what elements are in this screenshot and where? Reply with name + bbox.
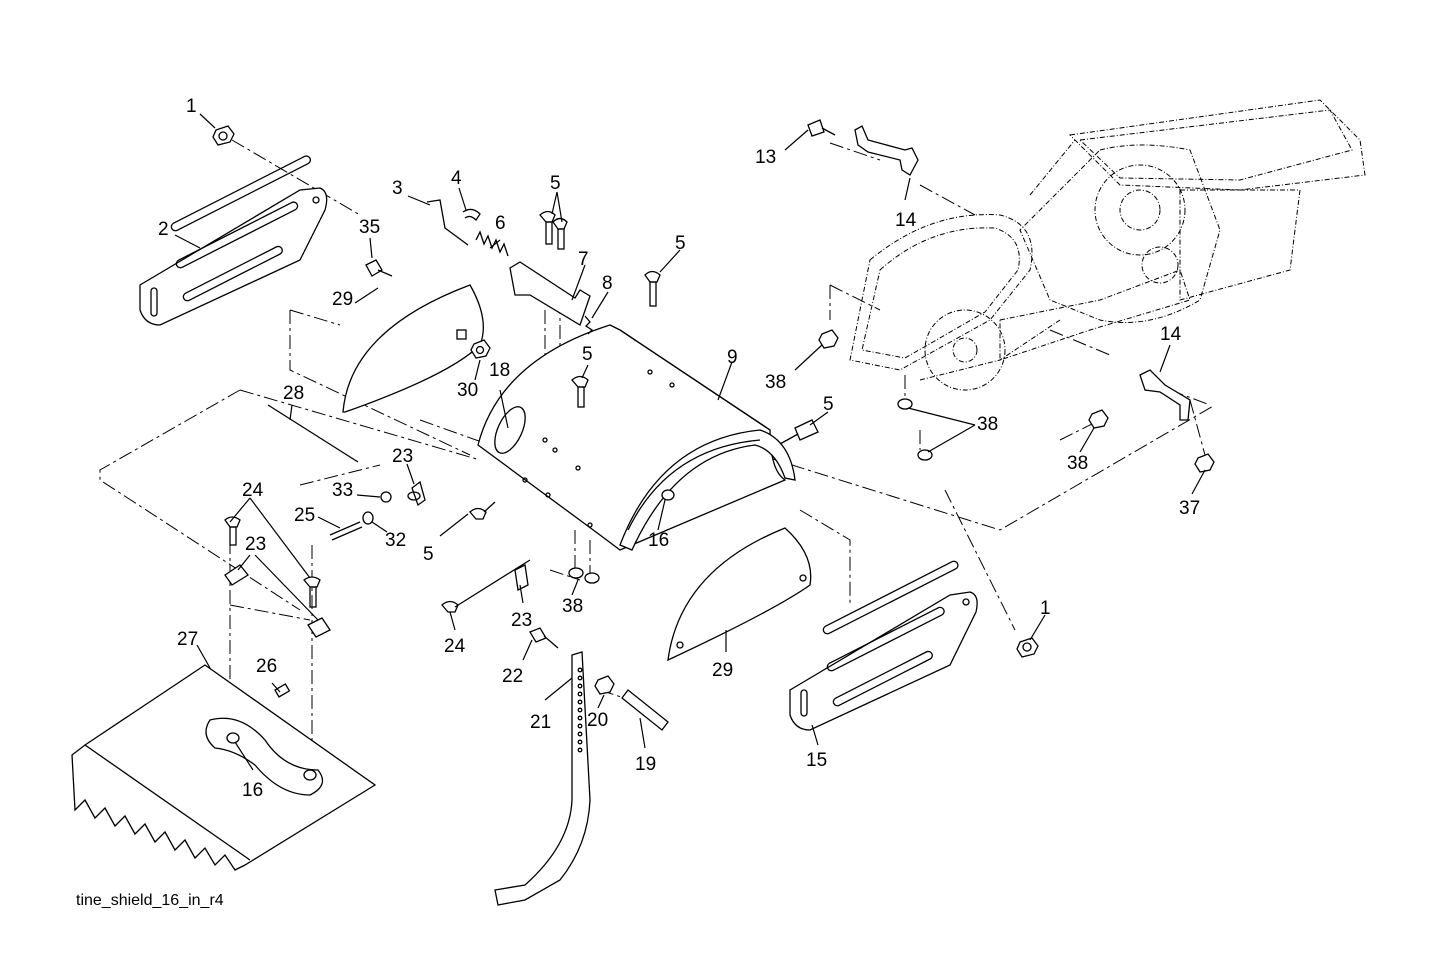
- hex-bolt-5f: [469, 501, 496, 520]
- nut-38b: [897, 398, 913, 410]
- latch-bracket: [509, 261, 591, 326]
- bolt-13: [807, 119, 836, 137]
- nut-37: [1194, 453, 1215, 473]
- callout-19: 19: [635, 754, 656, 775]
- callout-23-c: 23: [511, 610, 532, 631]
- nut-30: [470, 339, 491, 359]
- callout-27: 27: [177, 629, 198, 650]
- hardware: [212, 119, 1215, 781]
- callout-15: 15: [806, 750, 827, 771]
- callout-4: 4: [451, 168, 462, 189]
- callout-20: 20: [587, 710, 608, 731]
- callout-5-e: 5: [423, 544, 434, 565]
- callout-6: 6: [495, 213, 506, 234]
- compression-spring: [475, 230, 509, 257]
- carriage-bolt-5b: [552, 217, 568, 250]
- callout-16-a: 16: [648, 530, 669, 551]
- bracket-23c: [307, 617, 331, 638]
- callout-23-a: 23: [392, 446, 413, 467]
- callout-5-c: 5: [582, 344, 593, 365]
- bolt-24c: [441, 559, 531, 613]
- left-side-plate: [139, 155, 328, 326]
- nut-38d: [1088, 409, 1109, 429]
- pin-19: [621, 689, 669, 731]
- hex-bolt-5e: [779, 419, 819, 445]
- bolt-35: [365, 259, 393, 277]
- callout-18: 18: [489, 360, 510, 381]
- main-tine-shield: [477, 324, 787, 551]
- nut-38c: [917, 449, 933, 461]
- nut-16c: [303, 769, 317, 781]
- leader-lines: [174, 113, 1206, 771]
- callout-labels: 1 1 2 3 4 5 5 5 5 5 6 7 8 9 13 14 14 15 …: [158, 96, 1200, 801]
- callout-29-a: 29: [332, 289, 353, 310]
- callout-1-lower: 1: [1040, 598, 1051, 619]
- nut-38e: [568, 567, 600, 584]
- nut-1-upper: [212, 125, 235, 146]
- bracket-14-lower: [1139, 369, 1191, 421]
- callout-29-b: 29: [712, 660, 733, 681]
- nut-32: [362, 511, 374, 525]
- callout-16-b: 16: [242, 780, 263, 801]
- callout-5-a: 5: [550, 173, 561, 194]
- tine-deflector: [71, 664, 377, 871]
- bracket-23b: [224, 564, 249, 586]
- callout-3: 3: [392, 178, 403, 199]
- nut-1-lower: [1016, 637, 1039, 658]
- bolt-24a: [224, 516, 241, 546]
- callout-13: 13: [755, 147, 776, 168]
- callout-9: 9: [727, 347, 738, 368]
- callout-26: 26: [256, 656, 277, 677]
- shield-rim-flap: [619, 429, 796, 551]
- inner-tine-shield-right: [667, 527, 812, 662]
- hairpin-rod: [426, 199, 469, 246]
- carriage-bolt-5a: [539, 210, 556, 245]
- nut-38a: [818, 329, 839, 349]
- nut-16b: [226, 732, 240, 744]
- callout-38-b: 38: [977, 414, 998, 435]
- depth-stake: [494, 651, 591, 906]
- callout-24-a: 24: [242, 480, 264, 501]
- callout-21: 21: [530, 712, 551, 733]
- rod-28: [267, 404, 359, 463]
- callout-38-c: 38: [1067, 453, 1088, 474]
- shaft-25: [329, 521, 363, 541]
- small-spring: [584, 315, 594, 335]
- callout-7: 7: [578, 249, 589, 270]
- callout-38-d: 38: [562, 596, 583, 617]
- tiller-transmission-outline: [849, 99, 1366, 391]
- callout-1-upper: 1: [186, 96, 197, 117]
- right-side-plate: [789, 560, 978, 731]
- bracket-23d: [514, 564, 529, 591]
- callout-35: 35: [359, 217, 380, 238]
- nut-20: [594, 675, 615, 695]
- callout-14-upper: 14: [895, 210, 917, 231]
- callout-38-a: 38: [765, 372, 786, 393]
- bolt-24b: [303, 576, 321, 608]
- callout-24-b: 24: [444, 636, 466, 657]
- spring-clip: [462, 208, 481, 222]
- bracket-14-upper: [854, 125, 919, 176]
- callout-8: 8: [602, 273, 613, 294]
- callout-33: 33: [332, 480, 353, 501]
- callout-23-b: 23: [245, 534, 266, 555]
- washer-33: [380, 491, 392, 503]
- callout-28: 28: [283, 383, 304, 404]
- callout-32: 32: [385, 530, 406, 551]
- callout-5-d: 5: [823, 394, 834, 415]
- inner-tine-shield-left: [342, 284, 484, 413]
- carriage-bolt-5c: [644, 270, 661, 307]
- nut-16a: [661, 489, 675, 501]
- callout-37: 37: [1179, 498, 1200, 519]
- diagram-caption: tine_shield_16_in_r4: [76, 892, 224, 909]
- bolt-22: [529, 627, 559, 649]
- callout-2: 2: [158, 219, 169, 240]
- callout-5-b: 5: [675, 233, 686, 254]
- callout-22: 22: [502, 666, 523, 687]
- callout-25: 25: [294, 505, 315, 526]
- callout-30: 30: [457, 380, 478, 401]
- callout-14-lower: 14: [1160, 324, 1182, 345]
